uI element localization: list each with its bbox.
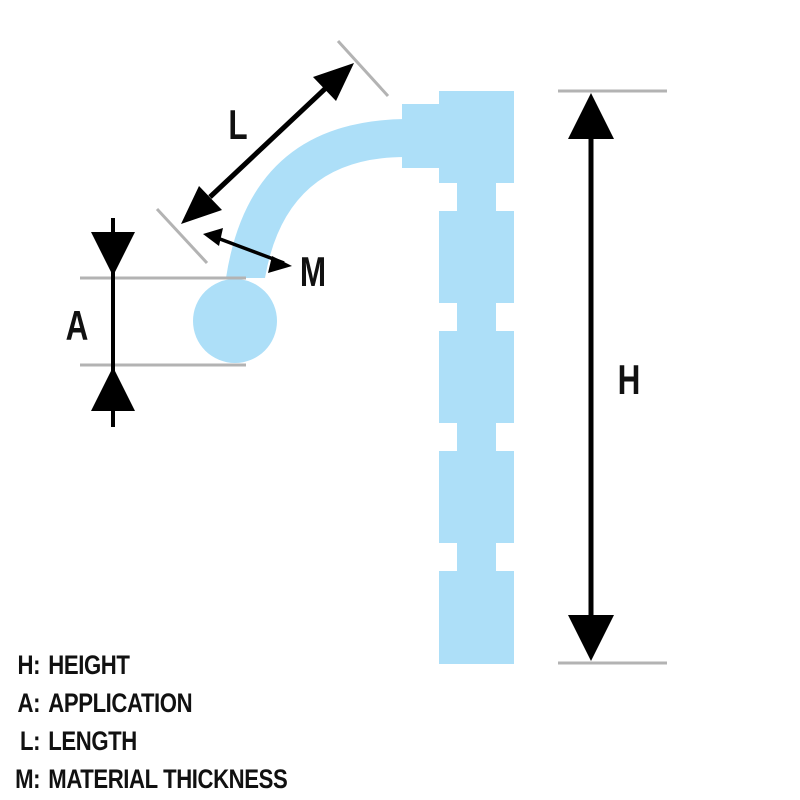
legend: H: HEIGHT A: APPLICATION L: LENGTH M: MA…: [4, 646, 288, 798]
strip-neck: [457, 421, 496, 453]
legend-row-length: L: LENGTH: [4, 722, 287, 760]
curved-arm: [226, 119, 405, 278]
strip-neck: [457, 181, 496, 213]
vertical-strip: [439, 91, 514, 664]
application-label: A: [66, 302, 89, 350]
length-dimension-arrow: [181, 63, 354, 224]
l-extension-line-bottom: [155, 207, 209, 265]
legend-key: A:: [17, 688, 41, 718]
application-dimension-arrow: [91, 218, 135, 427]
strip-neck: [457, 301, 496, 333]
legend-row-application: A: APPLICATION: [4, 684, 287, 722]
hook-part: [193, 91, 514, 664]
l-extension-line-top: [336, 39, 390, 98]
legend-text: APPLICATION: [48, 688, 193, 718]
legend-key: M:: [15, 764, 41, 794]
thickness-label: M: [300, 248, 326, 296]
ball-tip: [193, 279, 277, 363]
strip-segment: [439, 571, 514, 664]
length-label: L: [228, 101, 247, 149]
connector-block: [402, 104, 448, 168]
legend-key: L:: [20, 726, 41, 756]
height-label: H: [618, 356, 641, 404]
height-dimension-arrow: [568, 93, 614, 661]
legend-text: HEIGHT: [48, 650, 130, 680]
strip-segment: [439, 451, 514, 543]
legend-text: MATERIAL THICKNESS: [48, 764, 288, 794]
strip-neck: [457, 541, 496, 573]
legend-row-material-thickness: M: MATERIAL THICKNESS: [4, 760, 288, 798]
thickness-dimension-arrow: [203, 228, 292, 273]
extension-lines: [80, 39, 667, 665]
legend-key: H:: [17, 650, 41, 680]
strip-segment: [439, 211, 514, 303]
strip-segment: [439, 91, 514, 183]
legend-text: LENGTH: [48, 726, 137, 756]
strip-segment: [439, 331, 514, 423]
legend-row-height: H: HEIGHT: [4, 646, 287, 684]
